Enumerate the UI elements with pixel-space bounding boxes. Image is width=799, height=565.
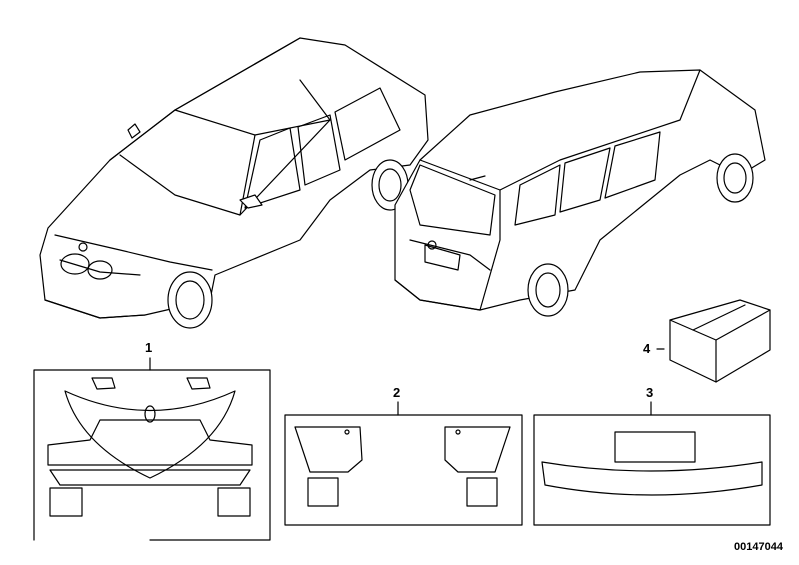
callout-1-group bbox=[33, 357, 271, 541]
callout-number-2: 2 bbox=[393, 385, 401, 400]
callout-number-1: 1 bbox=[145, 340, 153, 355]
car-front-view bbox=[39, 37, 429, 329]
car-rear-view bbox=[394, 69, 766, 317]
callout-4-kit-box bbox=[656, 299, 771, 383]
callout-2-group bbox=[284, 401, 523, 526]
callout-number-4: 4 bbox=[643, 341, 651, 356]
diagram-part-number: 00147044 bbox=[734, 541, 783, 553]
callout-3-group bbox=[533, 401, 771, 526]
callout-number-3: 3 bbox=[646, 385, 654, 400]
